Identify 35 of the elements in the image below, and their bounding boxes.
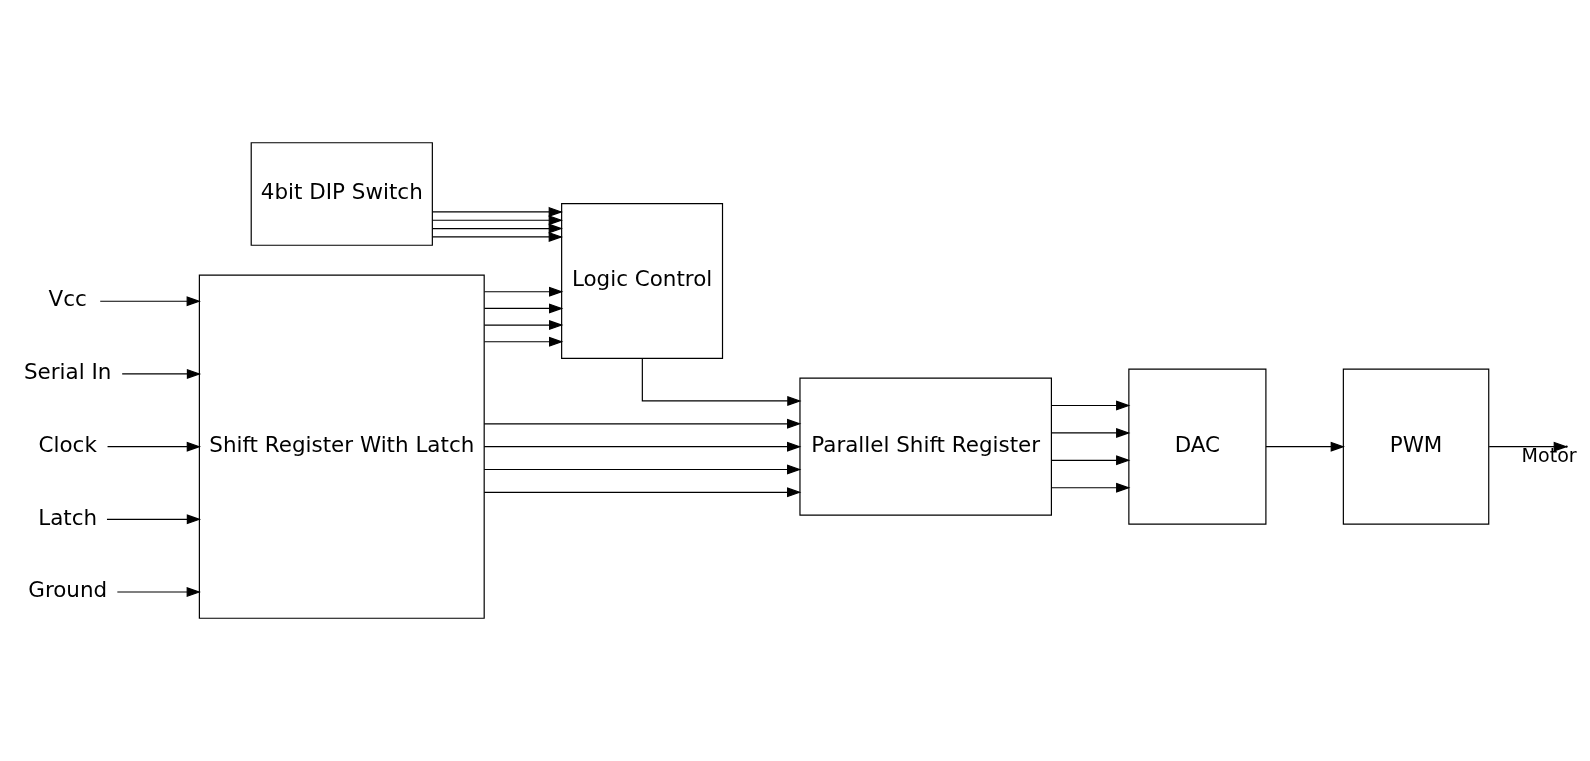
- node-box: DAC: [1128, 368, 1267, 525]
- node-text: Latch: [38, 504, 98, 530]
- arrow: [121, 368, 202, 379]
- arrow: [99, 296, 201, 307]
- node-text: Ground: [28, 577, 108, 603]
- node-box: PWM: [1342, 368, 1490, 525]
- arrow: [483, 320, 564, 331]
- arrow: [483, 441, 802, 452]
- arrow: [432, 206, 563, 217]
- arrow: [483, 303, 564, 314]
- node-box: Shift Register With Latch: [198, 274, 485, 619]
- arrow: [106, 514, 202, 525]
- node-text: Serial In: [24, 359, 112, 385]
- arrow: [483, 464, 802, 475]
- arrow: [116, 587, 201, 598]
- arrow: [641, 358, 802, 406]
- node-box: Logic Control: [561, 202, 724, 360]
- node-box: Parallel Shift Register: [799, 377, 1052, 516]
- arrow: [483, 418, 802, 429]
- arrow: [432, 223, 563, 234]
- arrow: [1051, 427, 1131, 438]
- arrow: [1051, 400, 1131, 411]
- node-text: Vcc: [48, 286, 87, 312]
- arrow: [483, 286, 564, 297]
- node-text: Clock: [38, 431, 97, 457]
- arrow: [483, 336, 564, 347]
- edge-label: Motor: [1521, 443, 1577, 466]
- arrow: [483, 487, 802, 498]
- arrow: [432, 231, 563, 242]
- arrow: [1265, 441, 1345, 452]
- arrow: [1051, 482, 1131, 493]
- arrow: [106, 441, 202, 452]
- arrow: [432, 215, 563, 226]
- node-box: 4bit DIP Switch: [250, 142, 433, 246]
- arrow: [1051, 455, 1131, 466]
